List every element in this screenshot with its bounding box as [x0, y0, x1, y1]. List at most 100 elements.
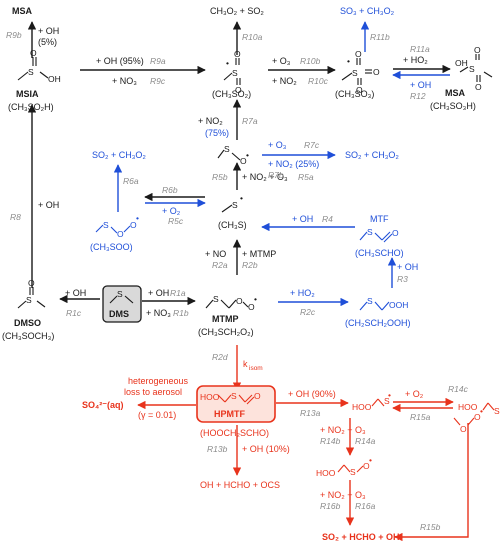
dmso-formula: (CH₃SOCH₃): [2, 331, 54, 341]
svg-text:S: S: [117, 289, 123, 299]
msia-structure: [17, 57, 49, 81]
hooch2so-structure: [337, 464, 364, 473]
svg-text:R1c: R1c: [66, 308, 82, 318]
svg-text:R1b: R1b: [173, 308, 189, 318]
label-oh-r1c: + OH: [65, 288, 86, 298]
label-o3-r7c: + O₃: [268, 140, 287, 150]
svg-text:O: O: [30, 48, 37, 58]
ch2sch2ooh-structure: [359, 301, 390, 311]
label-o2-r5c: + O₂: [162, 206, 181, 216]
hpmtf-label: HPMTF: [214, 409, 245, 419]
label-oh-r12: + OH: [410, 80, 431, 90]
svg-text:S: S: [213, 294, 219, 304]
label-oh-90: + OH (90%): [288, 389, 336, 399]
svg-text:S: S: [494, 406, 500, 416]
svg-text:•: •: [369, 455, 372, 465]
ch2sch2ooh-formula: (CH₂SCH₂OOH): [345, 318, 410, 328]
svg-text:R5b: R5b: [212, 172, 228, 182]
svg-text:R15a: R15a: [410, 412, 431, 422]
ch3soo-left-structure: [95, 224, 131, 234]
hpmtf-structure: [217, 394, 255, 405]
svg-text:•: •: [347, 56, 350, 66]
label-no2-25: + NO₂ (25%): [268, 159, 319, 169]
diagram-text: MSA MSIA (CH₃SO₂H) CH₃O₂ + SO₂ (CH₃SO₂) …: [2, 6, 500, 542]
label-oh-r8: + OH: [38, 200, 59, 210]
hooch2soo-structure: [453, 402, 495, 426]
svg-text:R7a: R7a: [242, 116, 258, 126]
svg-text:R3: R3: [397, 274, 408, 284]
svg-text:O: O: [392, 228, 399, 238]
svg-text:R14c: R14c: [448, 384, 469, 394]
dms-box: [102, 285, 142, 323]
label-oh-r3: + OH: [397, 262, 418, 272]
svg-text:R10b: R10b: [300, 56, 321, 66]
svg-text:R16b: R16b: [320, 501, 341, 511]
svg-text:R5c: R5c: [168, 216, 184, 226]
arrow-r15b: [394, 423, 469, 542]
svg-text:R7c: R7c: [304, 140, 320, 150]
ch3soo-formula: (CH₃SOO): [90, 242, 133, 252]
svg-text:O: O: [254, 391, 261, 401]
dms-structure: [109, 295, 134, 304]
mtf-label: MTF: [370, 214, 389, 224]
structure-atom-labels: S O OH S O O • S O O O • S O O OH S O • …: [26, 45, 500, 478]
svg-text:R2a: R2a: [212, 260, 228, 270]
msia-label: MSIA: [16, 89, 39, 99]
label-no2-o3-r5: + NO₂ + O₃: [242, 172, 288, 182]
svg-text:R1a: R1a: [170, 288, 186, 298]
svg-text:R2b: R2b: [242, 260, 258, 270]
svg-text:R8: R8: [10, 212, 21, 222]
svg-text:S: S: [350, 467, 356, 477]
mtmp-structure: [205, 299, 249, 309]
svg-text:O: O: [474, 412, 481, 422]
label-no-r2a: + NO: [205, 249, 226, 259]
svg-text:O: O: [356, 85, 363, 95]
svg-text:R10c: R10c: [308, 76, 329, 86]
svg-text:O: O: [240, 156, 247, 166]
svg-text:R11b: R11b: [370, 32, 390, 42]
svg-text:R6a: R6a: [123, 176, 139, 186]
ch3s-formula: (CH₃S): [218, 220, 247, 230]
svg-text:O: O: [474, 45, 481, 55]
ch3so3-formula: (CH₃SO₃): [335, 89, 374, 99]
label-o3-r10b: + O₃: [272, 56, 291, 66]
svg-text:R4: R4: [322, 214, 333, 224]
svg-text:OOH: OOH: [389, 300, 408, 310]
hpmtf-box: [196, 385, 276, 423]
msa-right-label: MSA: [445, 88, 466, 98]
svg-text:O: O: [236, 296, 243, 306]
mtf-formula: (CH₃SCHO): [355, 248, 404, 258]
svg-text:O: O: [28, 278, 35, 288]
hpmtf-ocs-products: OH + HCHO + OCS: [200, 480, 280, 490]
svg-text:R15b: R15b: [420, 522, 441, 532]
label-oh-r9b: + OH: [38, 26, 59, 36]
ch3so2-formula: (CH₃SO₂): [212, 89, 251, 99]
mtmp-formula: (CH₃SCH₂O₂): [198, 327, 254, 337]
svg-text:R9a: R9a: [150, 56, 166, 66]
svg-text:O: O: [235, 85, 242, 95]
svg-text:S: S: [103, 220, 109, 230]
msa-top-label: MSA: [12, 6, 33, 16]
ch3s-structure: [221, 204, 233, 213]
svg-text:O: O: [234, 49, 241, 59]
mtmp-label: MTMP: [212, 314, 239, 324]
ch3soo-mid-structure: [217, 149, 241, 161]
svg-text:O: O: [130, 220, 137, 230]
svg-text:O: O: [363, 461, 370, 471]
svg-text:HOO: HOO: [458, 402, 478, 412]
label-hetero-2: loss to aerosol: [124, 387, 182, 397]
label-no2-r10c: + NO₂: [272, 76, 297, 86]
svg-text:O: O: [117, 229, 124, 239]
molecular-structures: [17, 54, 495, 473]
svg-text:S: S: [384, 396, 390, 406]
svg-text:HOO: HOO: [200, 392, 220, 402]
label-no2-r7a: + NO₂: [198, 116, 223, 126]
svg-text:R12: R12: [410, 91, 426, 101]
svg-text:O: O: [460, 424, 467, 434]
svg-text:OH: OH: [455, 58, 468, 68]
label-o2-r14c: + O₂: [405, 389, 424, 399]
dms-label: DMS: [109, 309, 129, 319]
svg-text:R9b: R9b: [6, 30, 22, 40]
label-k-isom: k: [243, 359, 248, 369]
label-k-isom-sub: isom: [249, 365, 263, 372]
